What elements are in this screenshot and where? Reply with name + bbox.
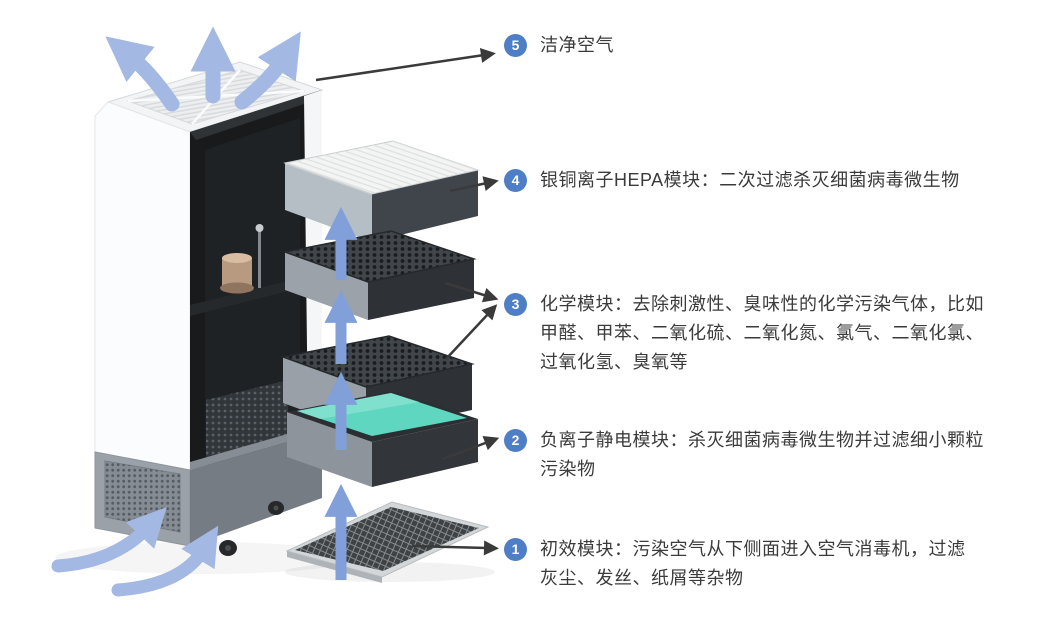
callout-2-line: 污染物 xyxy=(540,459,596,479)
casters xyxy=(219,501,284,556)
callout-4-text: 银铜离子HEPA模块：二次过滤杀灭细菌病毒微生物 xyxy=(540,166,960,195)
step-badge-4: 4 xyxy=(504,169,527,192)
callout-step-5: 5 洁净空气 xyxy=(504,31,614,60)
callout-1-line: 初效模块：污染空气从下侧面进入空气消毒机，过滤 xyxy=(540,539,966,559)
callout-arrow-4 xyxy=(449,176,499,193)
callout-3-text: 化学模块：去除刺激性、臭味性的化学污染气体，比如 甲醛、甲苯、二氧化硫、二氧化氮… xyxy=(540,290,984,377)
cabinet-body-white xyxy=(94,101,191,471)
callout-3-line: 化学模块：去除刺激性、臭味性的化学污染气体，比如 xyxy=(540,294,984,314)
callout-step-4: 4 银铜离子HEPA模块：二次过滤杀灭细菌病毒微生物 xyxy=(504,166,960,195)
callout-step-1: 1 初效模块：污染空气从下侧面进入空气消毒机，过滤 灰尘、发丝、纸屑等杂物 xyxy=(504,535,966,593)
callout-5-line: 洁净空气 xyxy=(540,35,614,55)
step-badge-3: 3 xyxy=(504,293,527,316)
step-badge-5: 5 xyxy=(504,34,527,57)
interior-shelf xyxy=(190,278,300,316)
callout-1-line: 灰尘、发丝、纸屑等杂物 xyxy=(540,568,744,588)
callout-arrow-3-lower xyxy=(445,304,498,360)
outflow-arrow-right-icon xyxy=(234,31,301,110)
hepa-module xyxy=(283,140,480,242)
interior-back-wall xyxy=(205,118,300,450)
callout-3-line: 甲醛、甲苯、二氧化硫、二氧化氮、氯气、二氧化氯、 xyxy=(540,323,984,343)
callout-2-line: 负离子静电模块：杀灭细菌病毒微生物并过滤细小颗粒 xyxy=(540,430,984,450)
inflow-arrow-icon xyxy=(111,525,219,597)
interior-top-recess xyxy=(190,90,322,140)
callout-step-3: 3 化学模块：去除刺激性、臭味性的化学污染气体，比如 甲醛、甲苯、二氧化硫、二氧… xyxy=(504,290,984,377)
internal-component xyxy=(220,224,264,294)
base-right-face xyxy=(190,432,322,546)
callout-arrow-3-upper xyxy=(444,281,499,303)
outflow-arrows xyxy=(105,26,301,112)
step-badge-1: 1 xyxy=(504,538,527,561)
callout-arrow-5 xyxy=(315,48,496,82)
callout-5-text: 洁净空气 xyxy=(540,31,614,60)
filter-modules xyxy=(280,140,490,583)
step-badge-2: 2 xyxy=(504,429,527,452)
callout-3-line: 过氧化氢、臭氧等 xyxy=(540,352,688,372)
machine-cabinet xyxy=(94,61,324,556)
inflow-arrow-icon xyxy=(51,507,167,573)
callout-2-text: 负离子静电模块：杀灭细菌病毒微生物并过滤细小颗粒 污染物 xyxy=(540,426,984,484)
callout-step-2: 2 负离子静电模块：杀灭细菌病毒微生物并过滤细小颗粒 污染物 xyxy=(504,426,984,484)
outflow-arrow-left-icon xyxy=(105,36,180,112)
callout-4-line: 银铜离子HEPA模块：二次过滤杀灭细菌病毒微生物 xyxy=(540,170,960,190)
leader-lines xyxy=(315,48,500,556)
callout-arrow-2 xyxy=(442,436,500,461)
inflow-arrows xyxy=(51,507,219,597)
callout-1-text: 初效模块：污染空气从下侧面进入空气消毒机，过滤 灰尘、发丝、纸屑等杂物 xyxy=(540,535,966,593)
callout-arrow-1 xyxy=(411,540,499,556)
